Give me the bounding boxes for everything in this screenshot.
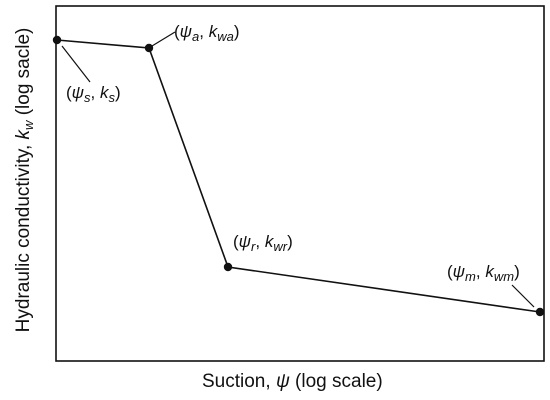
leader-line-s [61,45,91,83]
label-close-paren: ) [115,83,121,102]
label-psi-symbol: ψ [179,22,193,41]
label-open-paren: ( [174,22,180,41]
point-a-marker [144,43,154,53]
x-axis-title: Suction, ψ (log scale) [202,371,383,393]
label-open-paren: ( [66,83,72,102]
plot-frame [55,5,545,362]
conductivity-curve [56,39,541,313]
y-axis-title: Hydraulic conductivity, kw (log sacle) [13,27,36,333]
label-separator: , [199,22,209,41]
label-separator: , [475,262,486,281]
label-close-paren: ) [514,262,520,281]
label-open-paren: ( [447,262,453,281]
label-psi-symbol: ψ [238,232,252,251]
point-r-marker [223,262,233,272]
label-psi-subscript: s [84,90,91,105]
y-axis-title-suffix: (log sacle) [13,27,34,121]
label-psi-subscript: r [251,239,256,254]
label-k-symbol: k [208,22,218,41]
point-label-m: (ψm, kwm) [447,262,520,284]
point-label-r: (ψr, kwr) [233,232,293,254]
label-k-subscript: wm [493,269,515,284]
label-close-paren: ) [287,232,293,251]
leader-line-a [151,31,176,47]
x-axis-title-symbol: ψ [275,371,290,392]
label-k-symbol: k [100,83,109,102]
label-separator: , [90,83,100,102]
label-psi-subscript: m [465,269,476,284]
label-psi-symbol: ψ [452,262,466,281]
y-axis-title-prefix: Hydraulic conductivity, [13,139,34,333]
label-k-symbol: k [485,262,494,281]
y-axis-title-symbol: k [13,129,34,140]
label-psi-symbol: ψ [71,83,85,102]
point-label-a: (ψa, kwa) [174,22,240,44]
leader-line-m [511,284,535,308]
point-s-marker [52,35,62,45]
label-psi-subscript: a [192,29,200,44]
point-label-s: (ψs, ks) [66,83,121,105]
x-axis-title-prefix: Suction, [202,371,276,392]
y-axis-title-subscript: w [21,120,36,130]
x-axis-title-suffix: (log scale) [289,371,383,392]
label-k-subscript: s [108,90,116,105]
label-open-paren: ( [233,232,239,251]
label-k-subscript: wa [217,29,234,44]
point-m-marker [535,307,545,317]
label-k-symbol: k [264,232,274,251]
label-close-paren: ) [233,22,240,41]
label-separator: , [255,232,265,251]
label-k-subscript: wr [273,239,288,254]
